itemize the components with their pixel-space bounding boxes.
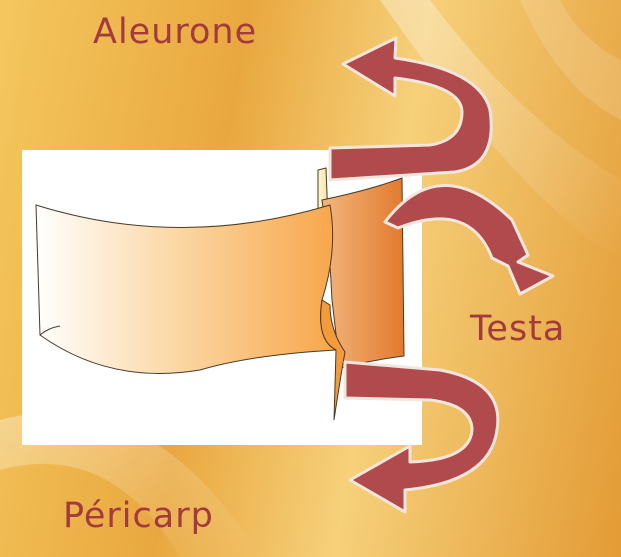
label-aleurone: Aleurone: [93, 12, 257, 52]
label-pericarp: Péricarp: [63, 496, 214, 536]
label-testa: Testa: [470, 309, 565, 349]
